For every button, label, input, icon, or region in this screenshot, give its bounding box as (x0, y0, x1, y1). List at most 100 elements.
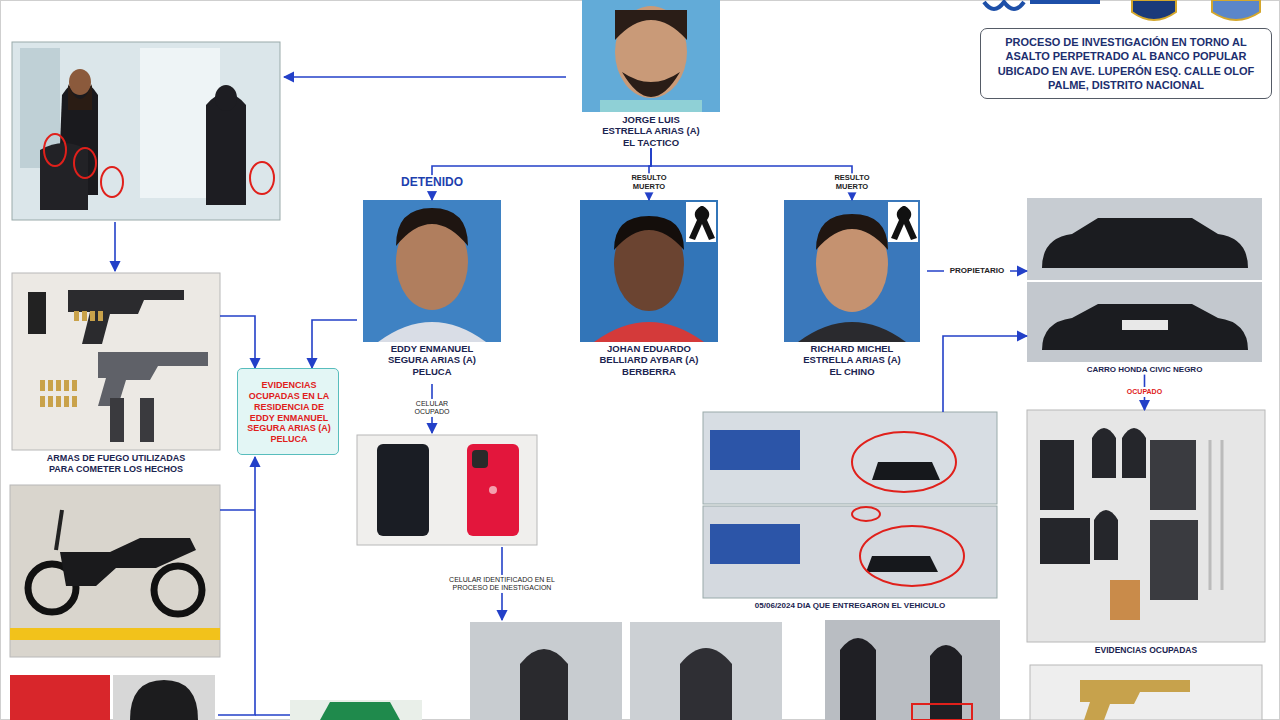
street-cctv-photo (710, 524, 800, 564)
evidence-photo (1209, 440, 1212, 590)
phones-photo (489, 486, 497, 494)
leader-line (218, 457, 255, 715)
evidence-photo (1122, 428, 1146, 478)
cctv-photo (470, 620, 1000, 720)
person-card: EDDY ENMANUEL SEGURA ARIAS (A) PELUCA (357, 200, 507, 377)
caption: EVIDENCIAS OCUPADAS (1036, 645, 1256, 655)
motorcycle-photo (10, 485, 220, 657)
motorcycle-photo (60, 538, 196, 586)
mugshot-photo (798, 322, 906, 342)
delivery-items-photo (10, 675, 110, 720)
cctv-photo (470, 622, 622, 720)
shirt-photo (320, 702, 400, 720)
phones-photo (357, 435, 537, 545)
evidence-photo (1040, 440, 1074, 510)
mugshot-photo (888, 202, 918, 242)
weapons-photo (28, 292, 46, 334)
weapons-photo (12, 273, 220, 450)
cctv-photo (12, 42, 280, 220)
mugshot-photo (891, 206, 917, 240)
weapons-photo (12, 273, 220, 450)
mugshot-photo (614, 217, 684, 311)
weapons-photo (40, 311, 103, 407)
car-photo (1042, 304, 1248, 350)
cctv-photo (69, 69, 91, 95)
mugshot-photo (363, 200, 501, 342)
edge-label: OCUPADO (1118, 387, 1172, 397)
evidence-photo (1221, 440, 1224, 590)
weapons-photo (64, 396, 69, 407)
motorcycle-photo (56, 510, 62, 550)
shirt-photo (290, 700, 422, 720)
weapons-photo (40, 380, 45, 391)
street-cctv-photo (866, 556, 938, 572)
motorcycle-photo (10, 485, 220, 657)
mugshot-photo (689, 206, 715, 240)
weapons-photo (90, 311, 95, 321)
mugshot-photo (582, 0, 720, 112)
cctv-photo (215, 85, 237, 111)
cctv-photo (930, 645, 962, 720)
cctv-photo (840, 638, 876, 720)
mugshot-photo (600, 100, 702, 112)
cctv-photo (250, 162, 274, 194)
person-card: RICHARD MICHEL ESTRELLA ARIAS (A) EL CHI… (777, 200, 927, 377)
delivery-items-photo (113, 675, 215, 720)
evidence-photo (1110, 580, 1140, 620)
edge-label: PROPIETARIO (944, 265, 1010, 276)
title: PROCESO DE INVESTIGACIÓN EN TORNO AL ASA… (988, 35, 1264, 92)
weapons-photo (48, 380, 53, 391)
phones-photo (357, 435, 537, 545)
edge-label: DETENIDO (390, 175, 474, 191)
cctv-photo (520, 649, 568, 720)
weapons-photo (72, 380, 77, 391)
mugshot-photo (686, 202, 716, 242)
pistol-photo (1080, 680, 1190, 720)
motorcycle-photo (154, 566, 202, 614)
weapons-photo (48, 396, 53, 407)
evidence-photo (1150, 520, 1198, 600)
connector (943, 336, 1027, 412)
evidence-photo (1040, 518, 1090, 564)
weapons-photo (56, 396, 61, 407)
cctv-photo (825, 620, 1000, 720)
mugshot-photo (363, 200, 501, 342)
caption: CARRO HONDA CIVIC NEGRO (1035, 365, 1255, 375)
leader-line (284, 76, 566, 78)
mugshot-photo (614, 216, 684, 250)
connector (651, 148, 852, 200)
mugshot-photo (784, 200, 920, 342)
logos (1030, 0, 1100, 4)
weapons-photo (74, 311, 79, 321)
title-box: PROCESO DE INVESTIGACIÓN EN TORNO AL ASA… (980, 28, 1272, 99)
car-photo (1027, 282, 1262, 362)
pistol-photo (1030, 665, 1262, 720)
cctv-photo (68, 84, 92, 110)
cctv-photo (680, 648, 732, 720)
street-cctv-photo (852, 507, 880, 521)
mugshot-photo (580, 200, 718, 342)
connector (220, 316, 255, 368)
caption: ARMAS DE FUEGO UTILIZADAS PARA COMETER L… (36, 453, 196, 475)
pistol-photo (1030, 665, 1262, 720)
photo-card: EVIDENCIAS OCUPADAS (1027, 410, 1265, 655)
mugshot-photo (396, 208, 468, 246)
leader-line (220, 509, 255, 511)
mugshot-photo (622, 72, 680, 97)
cctv-photo (101, 167, 123, 197)
car-photo (1122, 320, 1168, 330)
photo-card: CARRO HONDA CIVIC NEGRO (1027, 198, 1262, 375)
evidence-photo (1092, 428, 1116, 478)
street-cctv-photo (703, 506, 997, 598)
leader-line (114, 222, 116, 271)
weapons-photo (140, 398, 154, 442)
street-cctv-photo (852, 432, 956, 492)
connector (312, 320, 357, 368)
mugshot-photo (615, 6, 687, 98)
caption: EDDY ENMANUEL SEGURA ARIAS (A) PELUCA (382, 343, 482, 377)
weapons-photo (64, 380, 69, 391)
cctv-photo (44, 134, 66, 166)
delivery-items-photo (130, 680, 198, 720)
